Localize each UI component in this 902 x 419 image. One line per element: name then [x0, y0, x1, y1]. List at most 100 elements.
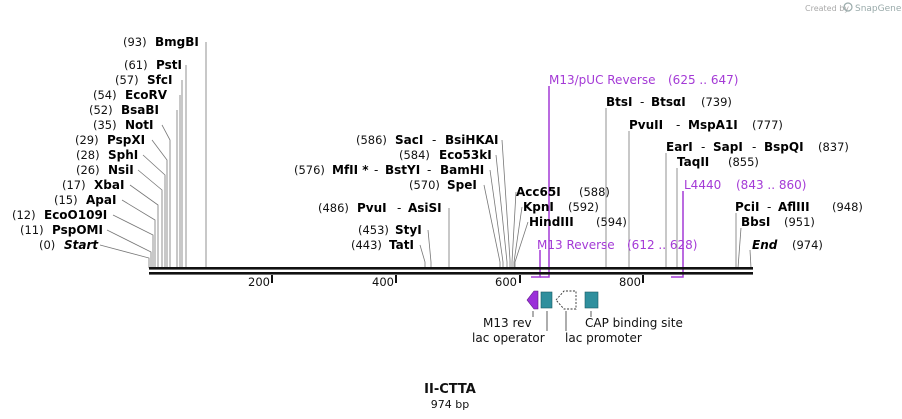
site-ecorv[interactable]: (54)EcoRV: [93, 88, 168, 102]
left-site-connectors: [99, 42, 207, 268]
site-position: (15): [54, 193, 78, 207]
feature-box-icon: [584, 291, 599, 309]
site-position: (948): [832, 200, 863, 214]
site-name: SphI: [108, 148, 138, 162]
site-position: (837): [818, 140, 849, 154]
site-position: (93): [123, 35, 147, 49]
site-position: (855): [728, 155, 759, 169]
site-name: PvuI: [357, 201, 387, 215]
site-bsabi[interactable]: (52)BsaBI: [89, 103, 159, 117]
site-name: TaqII: [677, 155, 709, 169]
svg-text:-: -: [676, 118, 680, 132]
site-apai[interactable]: (15) ApaI: [54, 193, 116, 207]
site-bbsi[interactable]: BbsI (951): [741, 215, 815, 229]
primer-l4440[interactable]: L4440 (843 .. 860): [671, 178, 806, 278]
site-name: MfII *: [332, 163, 369, 177]
site-name: PspXI: [107, 133, 145, 147]
site-nsii[interactable]: (26)NsiI: [76, 163, 134, 177]
site-name: BbsI: [741, 215, 770, 229]
site-psti[interactable]: (61)PstI: [124, 58, 182, 72]
ruler-label: 200: [248, 275, 270, 289]
svg-text:-: -: [752, 140, 756, 154]
mid-site-connectors: [419, 139, 511, 268]
site-spei[interactable]: (570) SpeI: [409, 178, 477, 192]
site-position: (777): [752, 118, 783, 132]
svg-text:-: -: [701, 140, 705, 154]
site-eco53ki[interactable]: (584) Eco53kI: [399, 148, 492, 162]
ruler: 200 400 600 800: [248, 275, 644, 289]
site-sfci[interactable]: (57)SfcI: [115, 73, 172, 87]
feature-arrow-icon: [555, 290, 577, 310]
site-name: AflIII: [778, 200, 810, 214]
site-name: EarI: [666, 140, 693, 154]
site-xbai[interactable]: (17)XbaI: [62, 178, 124, 192]
feature-label: M13 rev: [483, 316, 532, 330]
primer-name: M13 Reverse: [537, 238, 615, 252]
primer-m13-puc-reverse[interactable]: M13/pUC Reverse (625 .. 647): [540, 73, 738, 278]
dna-backbone[interactable]: [149, 267, 753, 275]
site-name: SapI: [713, 140, 743, 154]
site-noti[interactable]: (35)NotI: [93, 118, 154, 132]
sequence-title: II-CTTA: [424, 382, 476, 397]
site-kpni[interactable]: KpnI (592): [523, 200, 599, 214]
right-site-labels: Acc65I (588) KpnI (592) HindIII (594) Bt…: [516, 95, 863, 252]
site-position: (592): [568, 200, 599, 214]
site-saci-bsihkai[interactable]: (586) SacI - BsiHKAI: [356, 133, 499, 147]
site-pvui-asisi[interactable]: (486) PvuI - AsiSI: [318, 201, 442, 215]
site-ecoo109i[interactable]: (12)EcoO109I: [12, 208, 107, 222]
primer-name: L4440: [684, 178, 721, 192]
site-btsi-btsai[interactable]: BtsI - BtsαI (739): [606, 95, 732, 109]
site-name: End: [752, 238, 778, 252]
ruler-label: 600: [495, 275, 517, 289]
site-name: BspQI: [764, 140, 804, 154]
primer-range: (612 .. 628): [627, 238, 697, 252]
site-name: AsiSI: [408, 201, 442, 215]
site-position: (0): [39, 238, 55, 252]
site-name: ApaI: [86, 193, 116, 207]
site-tati[interactable]: (443) TatI: [351, 238, 414, 252]
primer-range: (843 .. 860): [736, 178, 806, 192]
primer-range: (625 .. 647): [668, 73, 738, 87]
site-taqii[interactable]: TaqII (855): [677, 155, 759, 169]
site-hindiii[interactable]: HindIII (594): [529, 215, 627, 229]
site-eari-sapi-bspqi[interactable]: EarI - SapI - BspQI (837): [666, 140, 849, 154]
site-pspomi[interactable]: (11)PspOMI: [20, 223, 103, 237]
primer-m13-reverse[interactable]: M13 Reverse (612 .. 628): [531, 238, 697, 278]
site-name: StyI: [395, 223, 422, 237]
primer-arrow-icon: [671, 191, 684, 278]
snapgene-logo-icon: [843, 2, 853, 12]
site-position: (29): [75, 133, 99, 147]
svg-text:-: -: [397, 201, 401, 215]
site-bmgbi[interactable]: (93)BmgBI: [123, 35, 199, 49]
site-position: (12): [12, 208, 36, 222]
site-acc65i[interactable]: Acc65I (588): [516, 185, 610, 199]
sequence-length: 974 bp: [431, 398, 469, 411]
site-name: SacI: [395, 133, 423, 147]
site-name: BsiHKAI: [445, 133, 499, 147]
feature-m13-rev[interactable]: M13 rev: [483, 290, 539, 330]
site-position: (443): [351, 238, 382, 252]
feature-lac-promoter[interactable]: lac promoter: [555, 290, 642, 345]
site-name: NotI: [125, 118, 154, 132]
site-sphi[interactable]: (28)SphI: [76, 148, 138, 162]
site-name: Eco53kI: [439, 148, 492, 162]
credit-product: SnapGene: [855, 4, 902, 14]
feature-lac-operator[interactable]: lac operator: [472, 291, 553, 345]
site-pvuii-mspa1i[interactable]: PvuII - MspA1I (777): [629, 118, 783, 132]
site-start[interactable]: (0)Start: [39, 238, 99, 252]
feature-cap-binding-site[interactable]: CAP binding site: [584, 291, 683, 330]
right-site-connectors: [511, 108, 752, 269]
site-name: EcoRV: [125, 88, 168, 102]
svg-text:-: -: [374, 163, 378, 177]
site-position: (17): [62, 178, 86, 192]
site-position: (486): [318, 201, 349, 215]
site-name: KpnI: [523, 200, 554, 214]
site-pcii-afliii[interactable]: PciI - AflIII (948): [735, 200, 863, 214]
site-styi[interactable]: (453) StyI: [358, 223, 422, 237]
site-name: HindIII: [529, 215, 574, 229]
site-name: BstYI: [385, 163, 420, 177]
site-mfli-bstyi-bamhi[interactable]: (576) MfII * - BstYI - BamHI: [294, 163, 484, 177]
site-pspxi[interactable]: (29) PspXI: [75, 133, 145, 147]
site-end[interactable]: End (974): [752, 238, 823, 252]
